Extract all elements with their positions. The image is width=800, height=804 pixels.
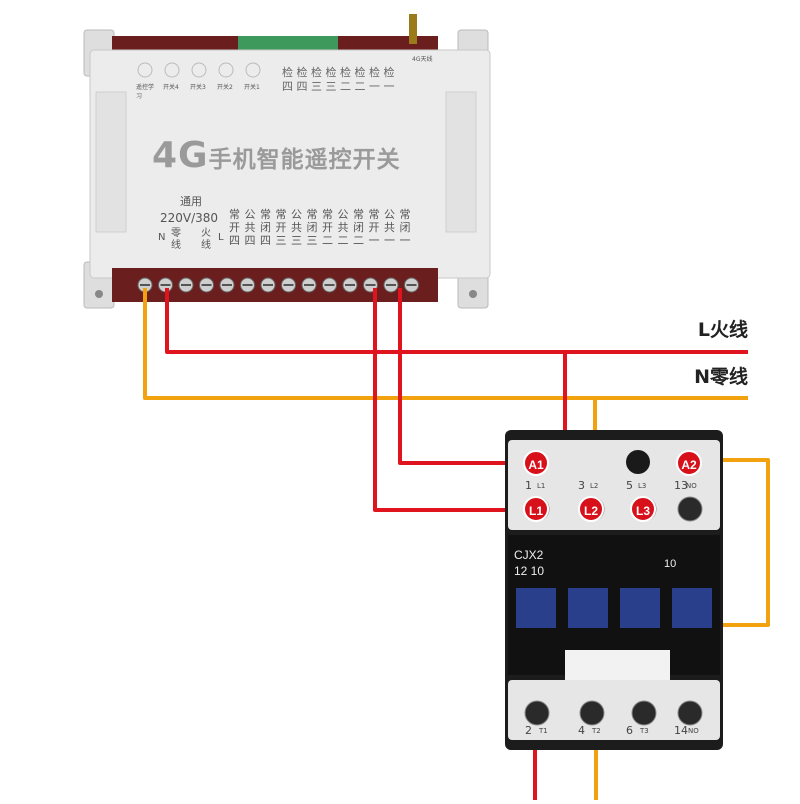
contactor-top-terminal-number: 5 [626,479,633,492]
badge-a2: A2 [676,450,702,476]
voltage-line1: 通用 [180,195,202,208]
module-title: 4G手机智能遥控开关 [152,135,401,176]
contactor-side-label: 10 [664,558,677,570]
contactor-bottom-terminal-number: 6 [626,724,633,737]
led-indicator [191,62,207,78]
voltage-line2: 220V/380 [160,211,219,225]
contactor-screw-icon [631,700,657,726]
l-line-label: L火线 [697,319,748,341]
badge-a1: A1 [523,450,549,476]
blue-window [672,588,712,628]
contactor-bottom-terminal-sub: T3 [640,727,649,735]
check-column-label: 检四 [282,66,293,93]
terminal-group-label: 常开四 [229,208,240,247]
contactor-bottom-terminal-number: 2 [525,724,532,737]
terminal-group-label: 常开二 [322,208,333,247]
contactor-top-terminal-number: 1 [525,479,532,492]
contactor-top-terminal-number: 3 [578,479,585,492]
led-label: 遥控学习 [136,84,155,100]
led-indicator [164,62,180,78]
module-side-rail-left [95,91,127,233]
live-wire-no-to-a1 [398,288,528,465]
blue-window [620,588,660,628]
terminal-group-label: 常闭四 [260,208,271,247]
contactor-bottom-terminal-sub: T2 [592,727,601,735]
terminal-group-label: 常闭一 [399,208,411,247]
contactor-screw-icon [677,496,703,522]
module-side-rail-right [445,91,477,233]
contactor-screw-icon [677,700,703,726]
contactor [505,430,723,750]
n-line-label: N零线 [694,366,748,388]
contactor-bottom-terminal-number: 4 [578,724,585,737]
blue-window [516,588,556,628]
module-terminals [137,277,419,293]
module-title-rest: 手机智能遥控开关 [208,147,401,173]
neutral-wire-main [143,288,748,400]
fire-line-label: 火线 [201,228,211,251]
contactor-screw-icon [524,700,550,726]
check-column-label: 检三 [311,66,322,93]
contactor-screw-icon [579,700,605,726]
contactor-top-terminal-sub: L3 [638,482,647,490]
contactor-label-plate [565,650,670,680]
contactor-bottom-terminal-block [508,680,720,740]
led-label: 开关1 [244,84,260,91]
antenna-label: 4G天线 [412,56,433,63]
live-wire-main [165,288,748,354]
check-column-label: 检一 [383,66,395,93]
check-column-label: 检一 [369,66,380,93]
terminal-group-label: 公共二 [337,208,349,247]
screw-hole-icon [95,290,103,298]
check-column-label: 检四 [296,66,308,93]
contactor-bottom-terminal-number: 14 [674,724,688,737]
check-column-label: 检三 [325,66,337,93]
check-column-label: 检二 [340,66,351,93]
coil-socket [626,450,650,474]
terminal-group-label: 公共四 [244,208,256,247]
badge-l2: L2 [578,496,604,522]
badge-l1: L1 [523,496,549,522]
terminal-group-label: 常闭三 [306,208,318,247]
wires [143,288,770,800]
n-terminal-label: N [158,232,166,243]
live-wire-com-to-l1 [373,288,525,512]
zero-line-label: 零线 [171,228,181,251]
contactor-bottom-terminal-sub: NO [688,727,699,735]
blue-window [568,588,608,628]
contactor-top-terminal-block [508,440,720,530]
contactor-top-terminal-sub: L1 [537,482,546,490]
led-label: 开关2 [217,84,233,91]
contactor-model-line2: 12 10 [514,564,545,578]
check-column-label: 检二 [354,66,366,93]
led-label: 开关3 [190,84,206,91]
contactor-top-terminal-sub: NO [686,482,697,490]
led-label: 开关4 [163,84,179,91]
led-indicator [218,62,234,78]
terminal-group-label: 常开三 [275,208,287,247]
4g-module [83,14,491,309]
contactor-bottom-terminal-sub: T1 [539,727,548,735]
contactor-top-terminal-sub: L2 [590,482,599,490]
terminal-group-label: 公共三 [291,208,302,247]
contactor-model-line1: CJX2 [514,548,544,562]
led-indicator [245,62,261,78]
l-terminal-label: L [218,232,224,243]
terminal-group-label: 常开一 [368,208,380,247]
screw-hole-icon [469,290,477,298]
badge-l3: L3 [630,496,656,522]
contactor-top-terminal-number: 13 [674,479,688,492]
module-title-4g: 4G [152,135,209,176]
terminal-group-label: 常闭二 [353,208,364,247]
led-indicator [137,62,153,78]
terminal-group-label: 公共一 [384,208,395,247]
antenna-icon [409,14,417,44]
